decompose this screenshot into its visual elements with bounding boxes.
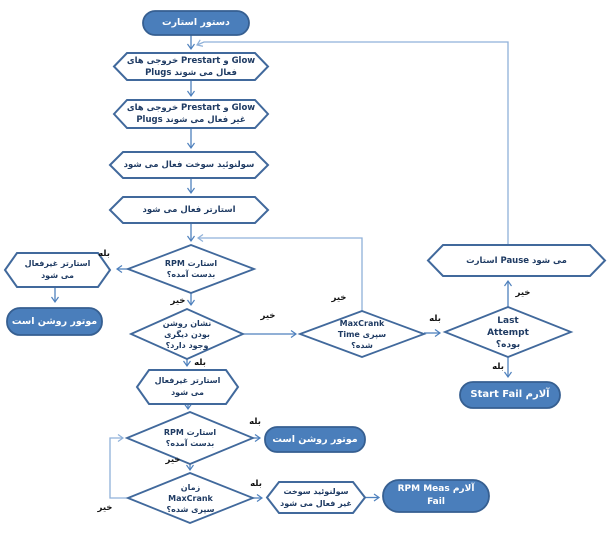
shape-last-attempt <box>442 306 574 358</box>
node-starter-on: استارتر فعال می شود <box>110 197 268 223</box>
shape-starter-off-2 <box>135 369 240 405</box>
shape-rpm-reached-2 <box>124 411 256 465</box>
shape-engine-running-1 <box>6 307 103 336</box>
node-prestart-glow-off: خروجی های Prestart و Glow Plugs غیر فعال… <box>114 100 268 128</box>
node-label-line: Fail <box>427 497 445 507</box>
node-label-line: آلارم RPM Meas <box>397 484 475 494</box>
node-maxcrank-time-1: MaxCrank Time سپری شده؟ <box>300 313 424 356</box>
preparation-shapes <box>3 52 607 514</box>
node-label-line: سولنوئید سوخت <box>283 486 349 496</box>
node-other-run-sign: نشان روشن بودن دیگری وجود دارد؟ <box>131 312 243 357</box>
edge-label-yes-last: بله <box>492 362 504 372</box>
node-label-line: MaxCrank <box>339 319 385 328</box>
node-maxcrank-time-2: زمان MaxCrank سپری شده؟ <box>128 475 253 521</box>
node-label-line: وجود دارد؟ <box>165 341 209 350</box>
shape-prestart-glow-on <box>112 52 270 81</box>
terminator-shapes <box>6 10 561 513</box>
node-label-line: خروجی های Prestart و Glow <box>126 55 256 66</box>
node-label-line: RPM استارت <box>164 259 218 268</box>
decision-shapes <box>124 244 574 524</box>
edge-label-no-rpm2: خیر <box>165 455 181 465</box>
node-label-line: بدست آمده؟ <box>165 439 215 448</box>
node-engine-running-1: موتور روشن است <box>7 308 102 335</box>
node-label-line: آلارم Start Fail <box>470 389 550 400</box>
edge-label-yes-maxcrank2: بله <box>250 479 262 489</box>
shape-rpm-reached-1 <box>125 244 257 294</box>
node-label-line: موتور روشن است <box>11 315 98 327</box>
edge-label-no-last: خیر <box>515 288 531 298</box>
node-label-line: سولنوئید سوخت فعال می شود <box>123 160 255 170</box>
node-start-fail-alarm: آلارم Start Fail <box>460 382 560 408</box>
node-prestart-glow-on: خروجی های Prestart و Glow Plugs فعال می … <box>114 53 268 80</box>
edge-maxcrank2-no-loop <box>109 434 128 499</box>
node-label-line: استارت Pause می شود <box>466 255 567 266</box>
node-label-line: بودن دیگری <box>164 330 210 339</box>
node-last-attempt: Last Attempt بوده؟ <box>445 309 571 356</box>
shape-other-run-sign <box>128 308 246 360</box>
node-label-line: Time سپری <box>337 330 387 339</box>
shape-start-fail-alarm <box>459 381 561 409</box>
node-label-line: غیر فعال می شود <box>280 498 352 508</box>
edge-label-no-maxcrank1: خیر <box>331 293 347 303</box>
node-label-line: می شود <box>41 271 74 280</box>
node-label-line: Plugs غیر فعال می شوند <box>136 115 246 125</box>
node-rpm-reached-1: RPM استارت بدست آمده؟ <box>128 246 254 292</box>
node-engine-running-2: موتور روشن است <box>265 427 365 452</box>
edge-label-no-sign: خیر <box>260 311 276 321</box>
node-label-line: می شود <box>171 388 204 397</box>
node-label-line: استارتر فعال می شود <box>142 205 236 215</box>
node-label-line: استارتر غیرفعال <box>154 376 221 385</box>
shape-engine-running-2 <box>264 426 366 453</box>
node-label-line: سپری شده؟ <box>166 504 215 514</box>
shape-prestart-glow-off <box>112 99 270 129</box>
node-label-line: بدست آمده؟ <box>166 270 216 279</box>
node-rpm-reached-2: RPM استارت بدست آمده؟ <box>127 415 253 461</box>
shape-maxcrank-time-2 <box>125 472 256 524</box>
node-label-line: خروجی های Prestart و Glow <box>126 103 256 113</box>
node-label-line: Attempt <box>487 327 529 338</box>
node-starter-off-2: استارتر غیرفعال می شود <box>137 372 238 402</box>
edge-label-no-maxcrank2: خیر <box>97 503 113 513</box>
edge-maxcrank1-no-loop <box>196 234 363 311</box>
node-label-line: نشان روشن <box>162 319 212 328</box>
node-start-pause: استارت Pause می شود <box>428 245 605 276</box>
edge-pause-retry-loop <box>196 39 509 245</box>
shape-rpm-meas-fail-alarm <box>382 479 490 513</box>
edge-label-yes-sign: بله <box>194 358 206 368</box>
edge-label-yes-maxcrank1: بله <box>429 314 441 324</box>
node-label-line: Last <box>497 315 519 326</box>
node-label-line: موتور روشن است <box>272 433 358 445</box>
feedback-connectors <box>109 39 509 499</box>
edge-label-yes-rpm2: بله <box>249 417 261 427</box>
node-fuel-solenoid-off: سولنوئید سوخت غیر فعال می شود <box>267 484 365 511</box>
edge-label-no-rpm1: خیر <box>170 296 186 306</box>
shape-starter-off-1 <box>3 252 112 288</box>
node-start: دستور استارت <box>143 11 249 35</box>
shape-maxcrank-time-1 <box>297 310 427 358</box>
node-start-label: دستور استارت <box>162 17 230 28</box>
shape-starter-on <box>108 196 270 224</box>
node-label-line: بوده؟ <box>495 339 521 350</box>
node-rpm-meas-fail-alarm: آلارم RPM Meas Fail <box>383 482 489 510</box>
node-label-line: شده؟ <box>351 341 373 350</box>
node-fuel-solenoid-on: سولنوئید سوخت فعال می شود <box>110 152 268 178</box>
edge-label-yes-rpm1: بله <box>98 249 110 259</box>
node-label-line: Plugs فعال می شوند <box>145 67 237 78</box>
shape-fuel-solenoid-off <box>265 481 367 514</box>
node-label-line: MaxCrank <box>168 493 213 503</box>
node-label-line: RPM استارت <box>163 428 217 437</box>
node-label-line: استارتر غیرفعال <box>24 259 91 268</box>
node-starter-off-1: استارتر غیرفعال می شود <box>5 254 110 286</box>
shape-fuel-solenoid-on <box>108 151 270 179</box>
shape-start-pause <box>426 244 607 277</box>
shape-start <box>142 10 250 36</box>
node-label-line: زمان <box>180 482 201 492</box>
